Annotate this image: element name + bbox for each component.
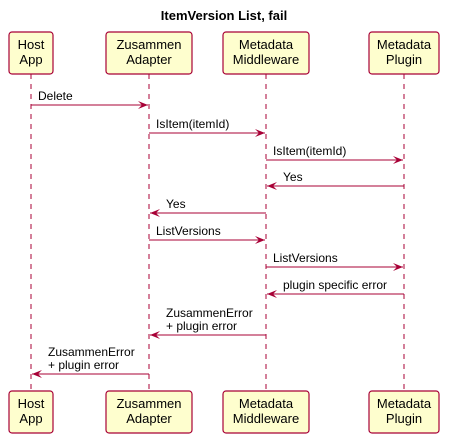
message-label: IsItem(itemId): [273, 144, 346, 158]
arrowhead-icon: [150, 331, 160, 339]
participant-box: [8, 31, 54, 75]
participant-box: [105, 31, 193, 75]
arrowhead-icon: [138, 101, 148, 109]
message-label: IsItem(itemId): [156, 117, 229, 131]
message-label: ListVersions: [156, 224, 221, 238]
participant-label: Metadata: [377, 37, 432, 52]
arrowhead-icon: [393, 263, 403, 271]
participant-box: [222, 31, 310, 75]
message-4: Yes: [267, 170, 404, 190]
participant-label: Plugin: [386, 411, 422, 426]
participant-label: App: [19, 52, 42, 67]
participant-box: [222, 390, 310, 434]
message-label: ZusammenError: [166, 306, 253, 320]
message-label: ZusammenError: [48, 345, 135, 359]
arrowhead-icon: [267, 290, 277, 298]
participant-label: App: [19, 411, 42, 426]
message-label: Yes: [283, 170, 303, 184]
participant-label: Middleware: [233, 411, 299, 426]
participant-label: Host: [18, 396, 45, 411]
arrowhead-icon: [393, 156, 403, 164]
participant-label: Host: [18, 37, 45, 52]
participant-label: Adapter: [126, 52, 172, 67]
message-label: + plugin error: [48, 358, 119, 372]
message-7: ListVersions: [266, 251, 403, 271]
participant-label: Middleware: [233, 52, 299, 67]
message-9: ZusammenError+ plugin error: [150, 306, 266, 339]
arrowhead-icon: [150, 209, 160, 217]
message-label: Yes: [166, 197, 186, 211]
messages: DeleteIsItem(itemId)IsItem(itemId)YesYes…: [31, 89, 404, 378]
message-8: plugin specific error: [267, 278, 404, 298]
arrowhead-icon: [255, 236, 265, 244]
lifelines: [30, 74, 405, 391]
participants: HostAppZusammenAdapterMetadataMiddleware…: [8, 31, 440, 434]
participant-label: Metadata: [377, 396, 432, 411]
message-label: plugin specific error: [283, 278, 387, 292]
message-10: ZusammenError+ plugin error: [32, 345, 149, 378]
participant-label: Adapter: [126, 411, 172, 426]
participant-label: Zusammen: [116, 37, 181, 52]
message-1: Delete: [31, 89, 148, 109]
message-5: Yes: [150, 197, 266, 217]
diagram-title: ItemVersion List, fail: [161, 8, 287, 23]
arrowhead-icon: [32, 370, 42, 378]
participant-label: Plugin: [386, 52, 422, 67]
message-6: ListVersions: [149, 224, 265, 244]
participant-label: Metadata: [239, 37, 294, 52]
arrowhead-icon: [267, 182, 277, 190]
message-label: Delete: [38, 89, 73, 103]
participant-box: [368, 31, 440, 75]
message-3: IsItem(itemId): [266, 144, 403, 164]
message-label: + plugin error: [166, 319, 237, 333]
participant-box: [368, 390, 440, 434]
participant-box: [105, 390, 193, 434]
message-label: ListVersions: [273, 251, 338, 265]
participant-box: [8, 390, 54, 434]
participant-label: Metadata: [239, 396, 294, 411]
message-2: IsItem(itemId): [149, 117, 265, 137]
participant-label: Zusammen: [116, 396, 181, 411]
arrowhead-icon: [255, 129, 265, 137]
